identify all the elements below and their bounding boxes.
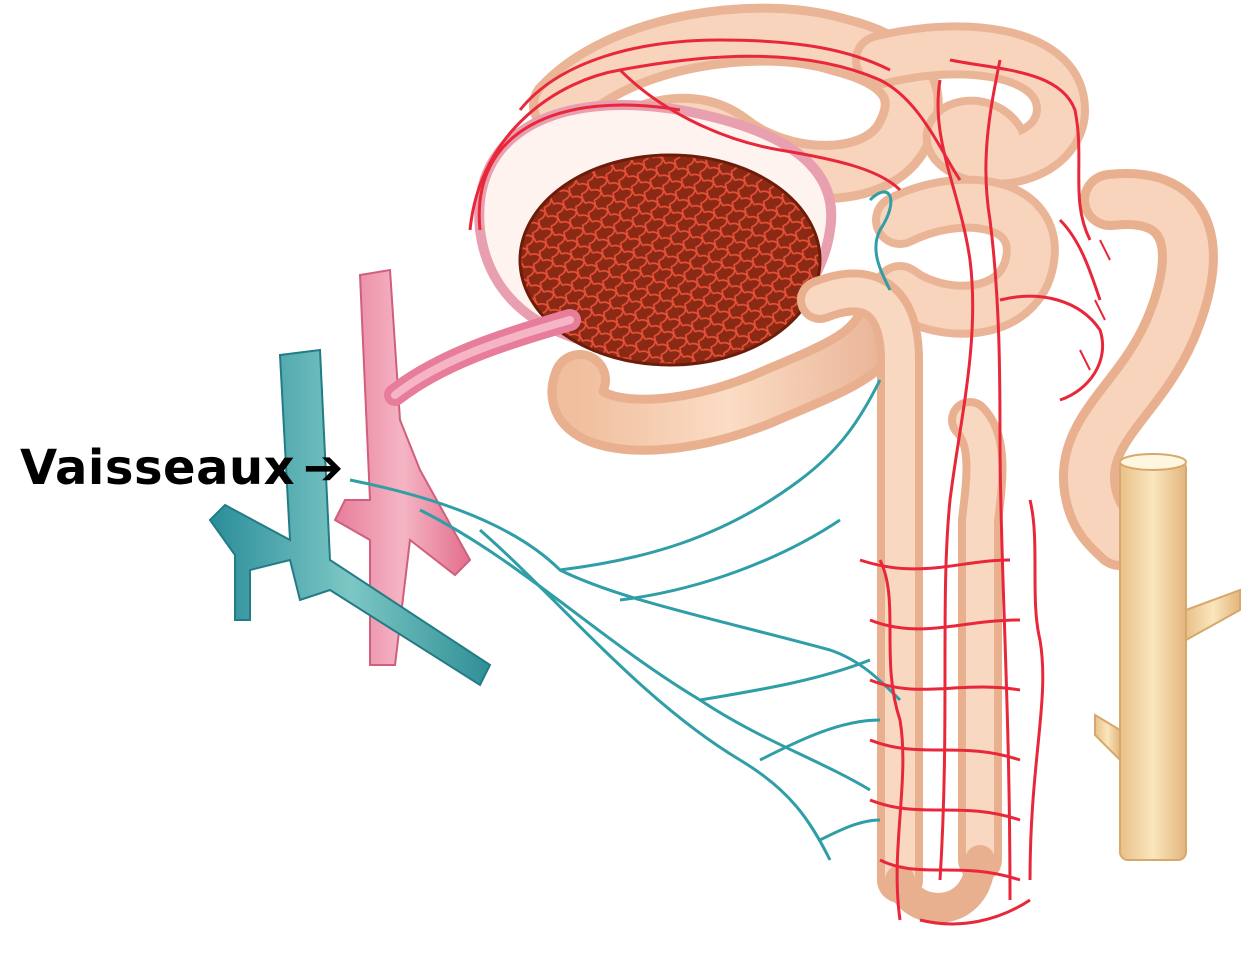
right-arrow-icon: ➔ — [303, 440, 344, 496]
vessels-label: Vaisseaux➔ — [20, 440, 344, 496]
vessels-label-text: Vaisseaux — [20, 440, 295, 496]
glomerulus — [520, 155, 820, 365]
